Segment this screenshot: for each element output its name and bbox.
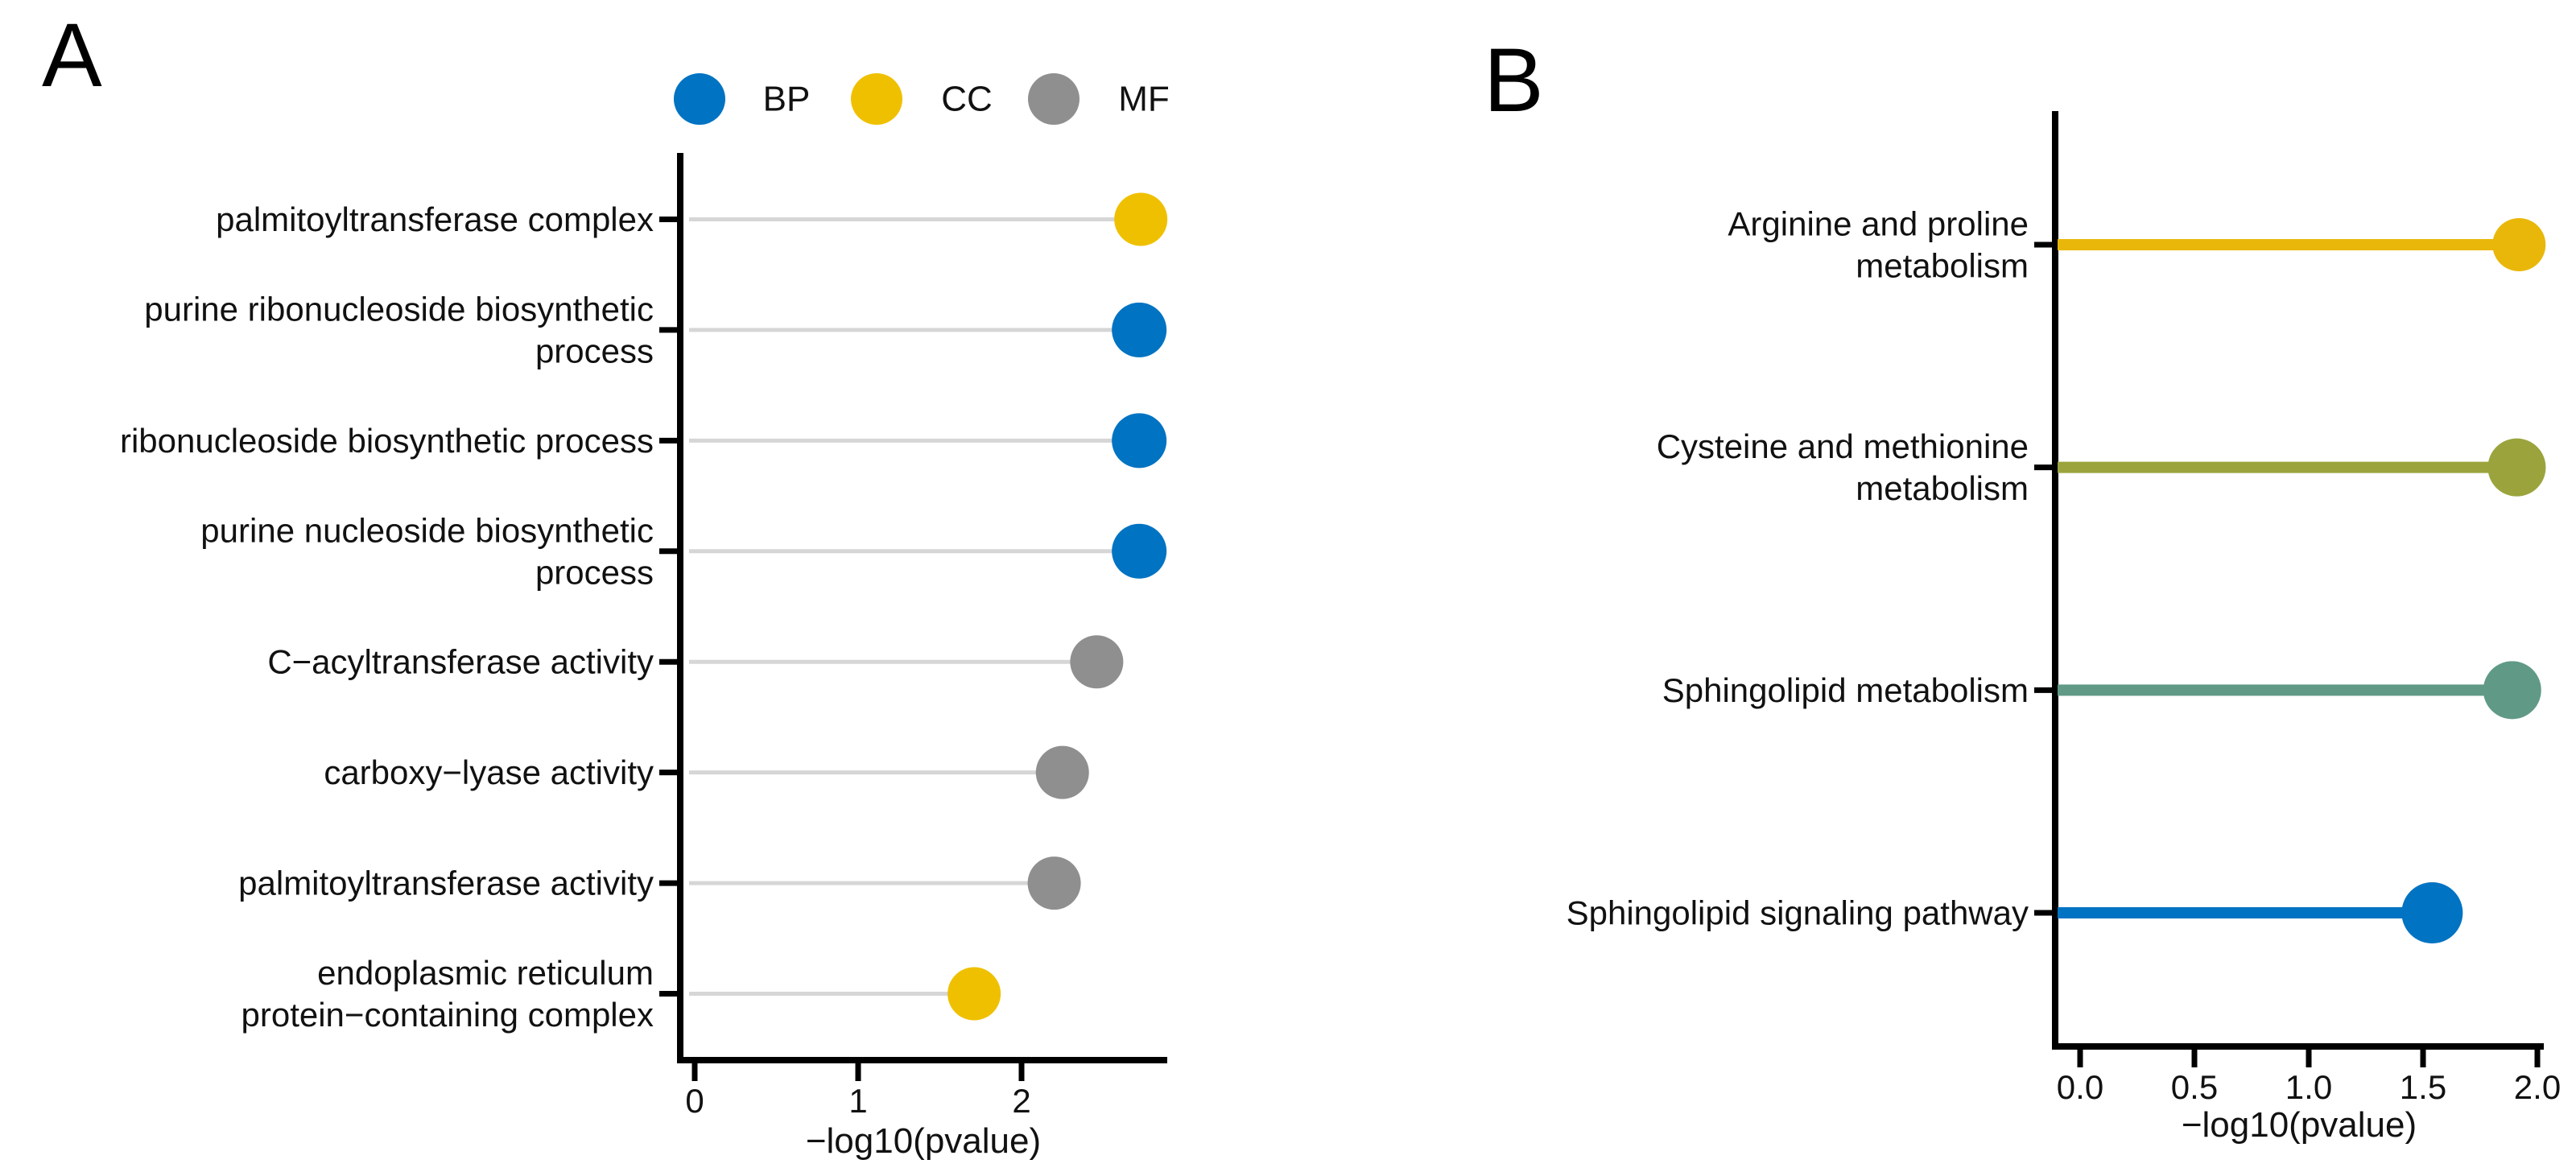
category-label: C−acyltransferase activity bbox=[267, 643, 654, 681]
lollipop-dot bbox=[1027, 856, 1081, 910]
lollipop-dot bbox=[1112, 302, 1167, 357]
category-label: Sphingolipid signaling pathway bbox=[1567, 894, 2029, 932]
x-tick-label: 0.0 bbox=[2057, 1068, 2103, 1106]
panel-a-letter: A bbox=[42, 5, 102, 105]
legend-dot-bp bbox=[674, 73, 725, 125]
category-label: ribonucleoside biosynthetic process bbox=[120, 422, 654, 460]
lollipop-dot bbox=[1035, 745, 1089, 799]
legend-label-cc: CC bbox=[941, 80, 993, 119]
legend-dot-cc bbox=[851, 73, 902, 125]
legend-label-bp: BP bbox=[763, 80, 811, 119]
panel-b-letter: B bbox=[1484, 30, 1544, 130]
panel-b-x-axis-title: −log10(pvalue) bbox=[2182, 1105, 2417, 1145]
x-tick-label: 2 bbox=[1012, 1082, 1030, 1120]
x-tick-label: 2.0 bbox=[2514, 1068, 2561, 1106]
legend-dot-mf bbox=[1028, 73, 1080, 125]
category-label: Sphingolipid metabolism bbox=[1662, 671, 2029, 709]
lollipop-dot bbox=[947, 967, 1001, 1021]
x-tick-label: 1.0 bbox=[2285, 1068, 2332, 1106]
x-tick-label: 0 bbox=[685, 1082, 704, 1120]
lollipop-dot bbox=[2492, 218, 2546, 271]
lollipop-dot bbox=[2487, 438, 2546, 497]
category-label: carboxy−lyase activity bbox=[324, 753, 654, 791]
lollipop-dot bbox=[1112, 523, 1167, 579]
lollipop-dot bbox=[2401, 882, 2463, 943]
x-tick-label: 0.5 bbox=[2171, 1068, 2218, 1106]
lollipop-dot bbox=[1114, 192, 1168, 246]
x-tick-label: 1.5 bbox=[2400, 1068, 2446, 1106]
lollipop-dot bbox=[2483, 661, 2541, 720]
x-tick-label: 1 bbox=[848, 1082, 867, 1120]
panel-a-chart: 0 1 2 palmitoyltransferase complex purine ri… bbox=[120, 153, 1168, 1120]
lollipop-dot bbox=[1070, 635, 1124, 689]
legend-label-mf: MF bbox=[1118, 80, 1170, 119]
panel-a: A BP CC MF 0 1 2 palmitoyltransferase compl… bbox=[42, 5, 1170, 1161]
category-label: palmitoyltransferase complex bbox=[216, 200, 654, 238]
panel-a-x-axis-title: −log10(pvalue) bbox=[806, 1121, 1041, 1161]
lollipop-dot bbox=[1112, 413, 1167, 468]
category-label: palmitoyltransferase activity bbox=[238, 865, 654, 902]
panel-a-legend: BP CC MF bbox=[674, 73, 1170, 125]
